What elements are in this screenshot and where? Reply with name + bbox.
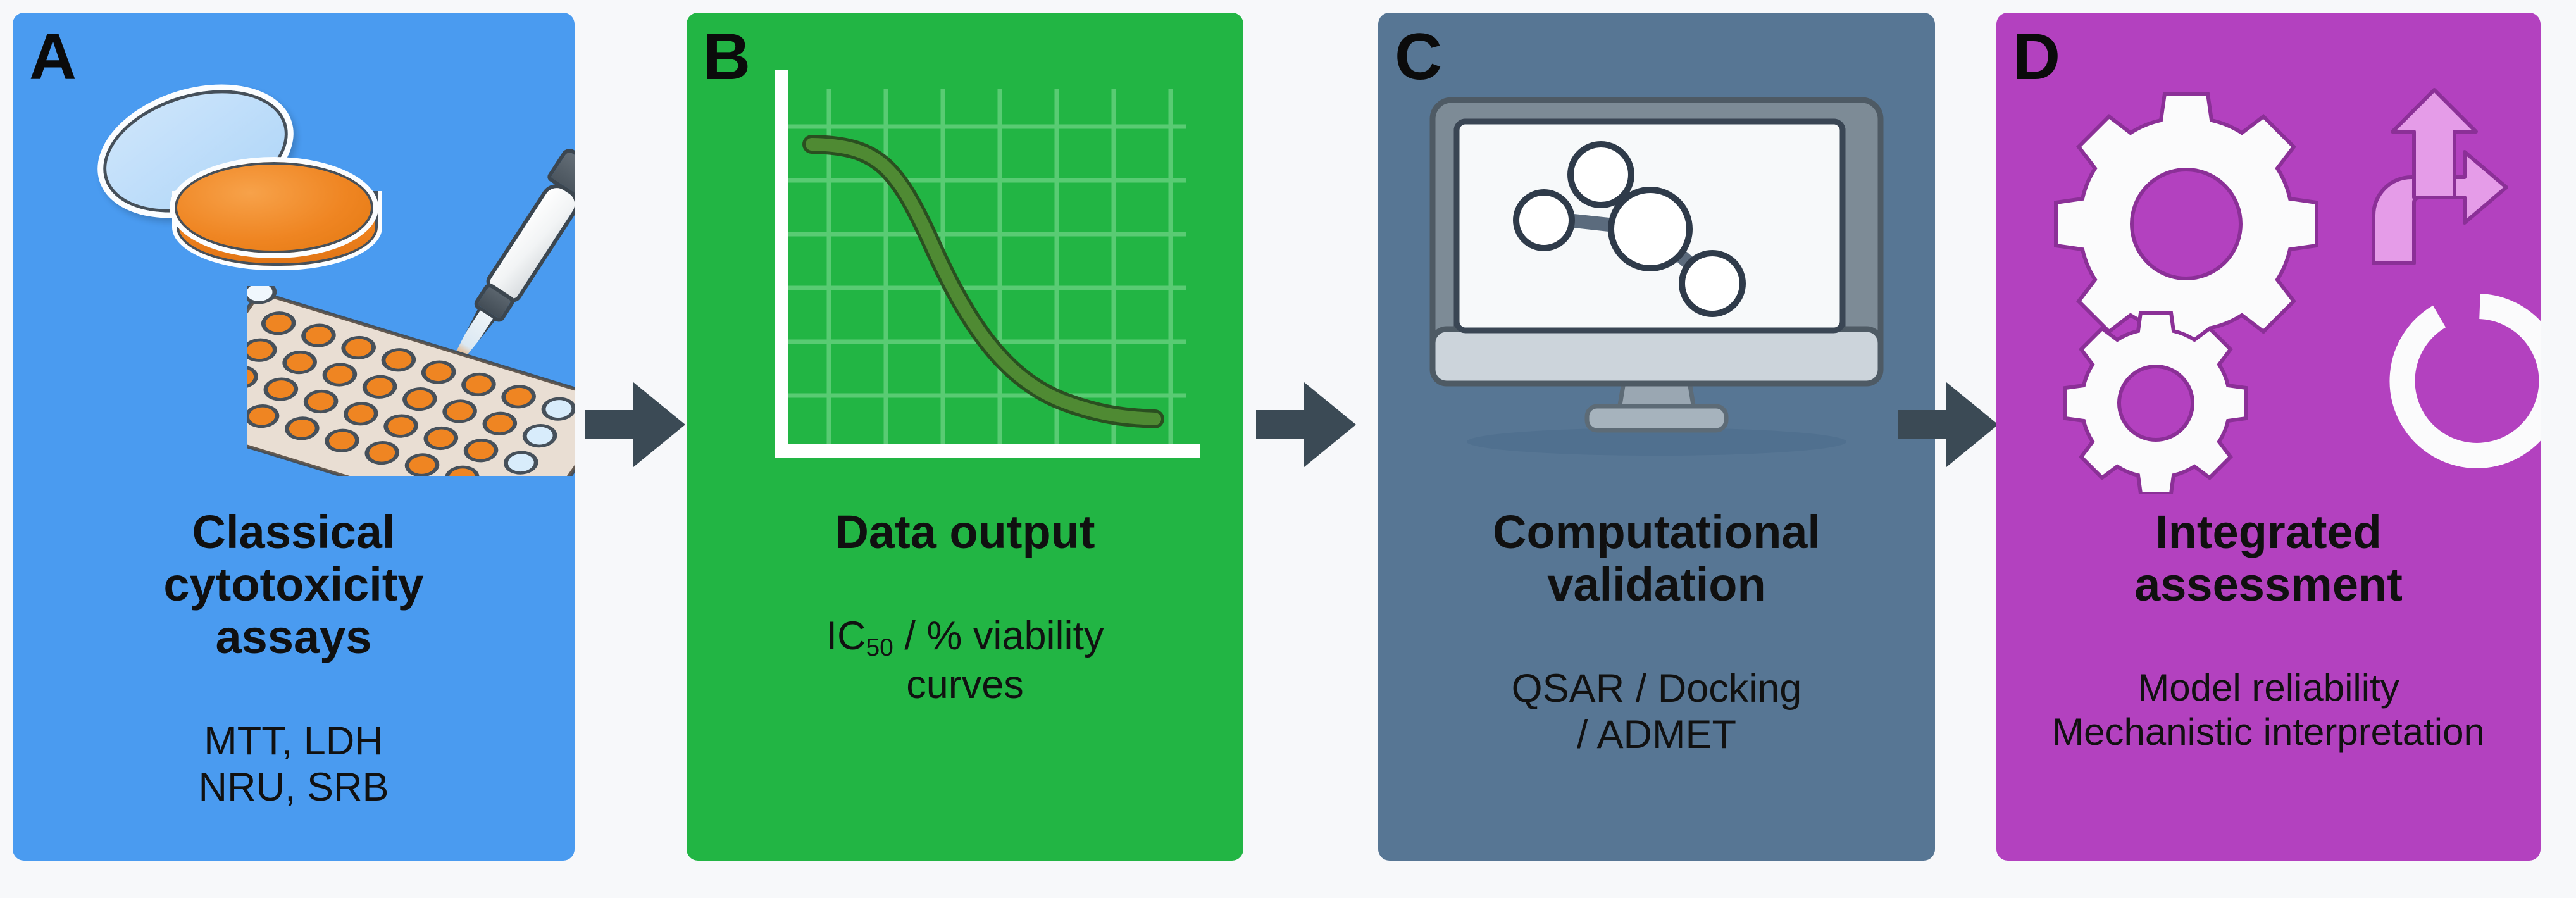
panel-d-subtitle: Model reliability Mechanistic interpreta… (2052, 666, 2485, 753)
dose-response-chart (775, 70, 1200, 458)
panel-d-letter: D (2013, 20, 2060, 94)
panel-b-illustration (687, 51, 1243, 494)
panel-d-title: Integrated assessment (2134, 506, 2403, 611)
panel-a-illustration (13, 51, 575, 532)
panel-d-captions: Integrated assessment Model reliability … (1996, 506, 2541, 754)
panel-b-title: Data output (835, 506, 1095, 558)
panel-b-letter: B (703, 20, 750, 94)
panel-c-illustration (1378, 51, 1935, 494)
monitor-molecule-icon (1429, 97, 1884, 456)
panel-c-captions: Computational validation QSAR / Docking … (1378, 506, 1935, 759)
microplate-icon (170, 280, 575, 532)
arrow-c-to-d (1898, 377, 2000, 472)
panel-a: A (13, 13, 575, 861)
panel-b-subtitle: IC50 / % viability curves (695, 613, 1235, 709)
panel-d: D (1996, 13, 2541, 861)
panel-a-subtitle: MTT, LDH NRU, SRB (198, 718, 389, 810)
branch-arrow-icon (2372, 88, 2508, 265)
arrow-a-to-b (585, 377, 687, 472)
panel-c-letter: C (1395, 20, 1442, 94)
panel-a-title: Classical cytotoxicity assays (163, 506, 424, 663)
panel-c: C (1378, 13, 1935, 861)
refresh-arc-icon (2389, 294, 2541, 468)
ic50-subscript: 50 (866, 633, 893, 661)
ic50-suffix: / % viability curves (904, 613, 1104, 708)
ic50-prefix: IC (826, 613, 866, 658)
panel-c-subtitle: QSAR / Docking / ADMET (1511, 666, 1802, 758)
panel-b: B (687, 13, 1243, 861)
panel-a-letter: A (29, 20, 77, 94)
arrow-b-to-c (1256, 377, 1357, 472)
petri-dish-icon (170, 157, 382, 281)
panel-d-illustration (1996, 51, 2541, 496)
assessment-icons (2054, 88, 2541, 496)
gear-small-icon (2063, 311, 2248, 496)
panel-c-title: Computational validation (1493, 506, 1820, 611)
gear-large-icon (2054, 92, 2318, 356)
panel-b-captions: Data output IC50 / % viability curves (687, 506, 1243, 709)
panel-a-captions: Classical cytotoxicity assays MTT, LDH N… (13, 506, 575, 811)
